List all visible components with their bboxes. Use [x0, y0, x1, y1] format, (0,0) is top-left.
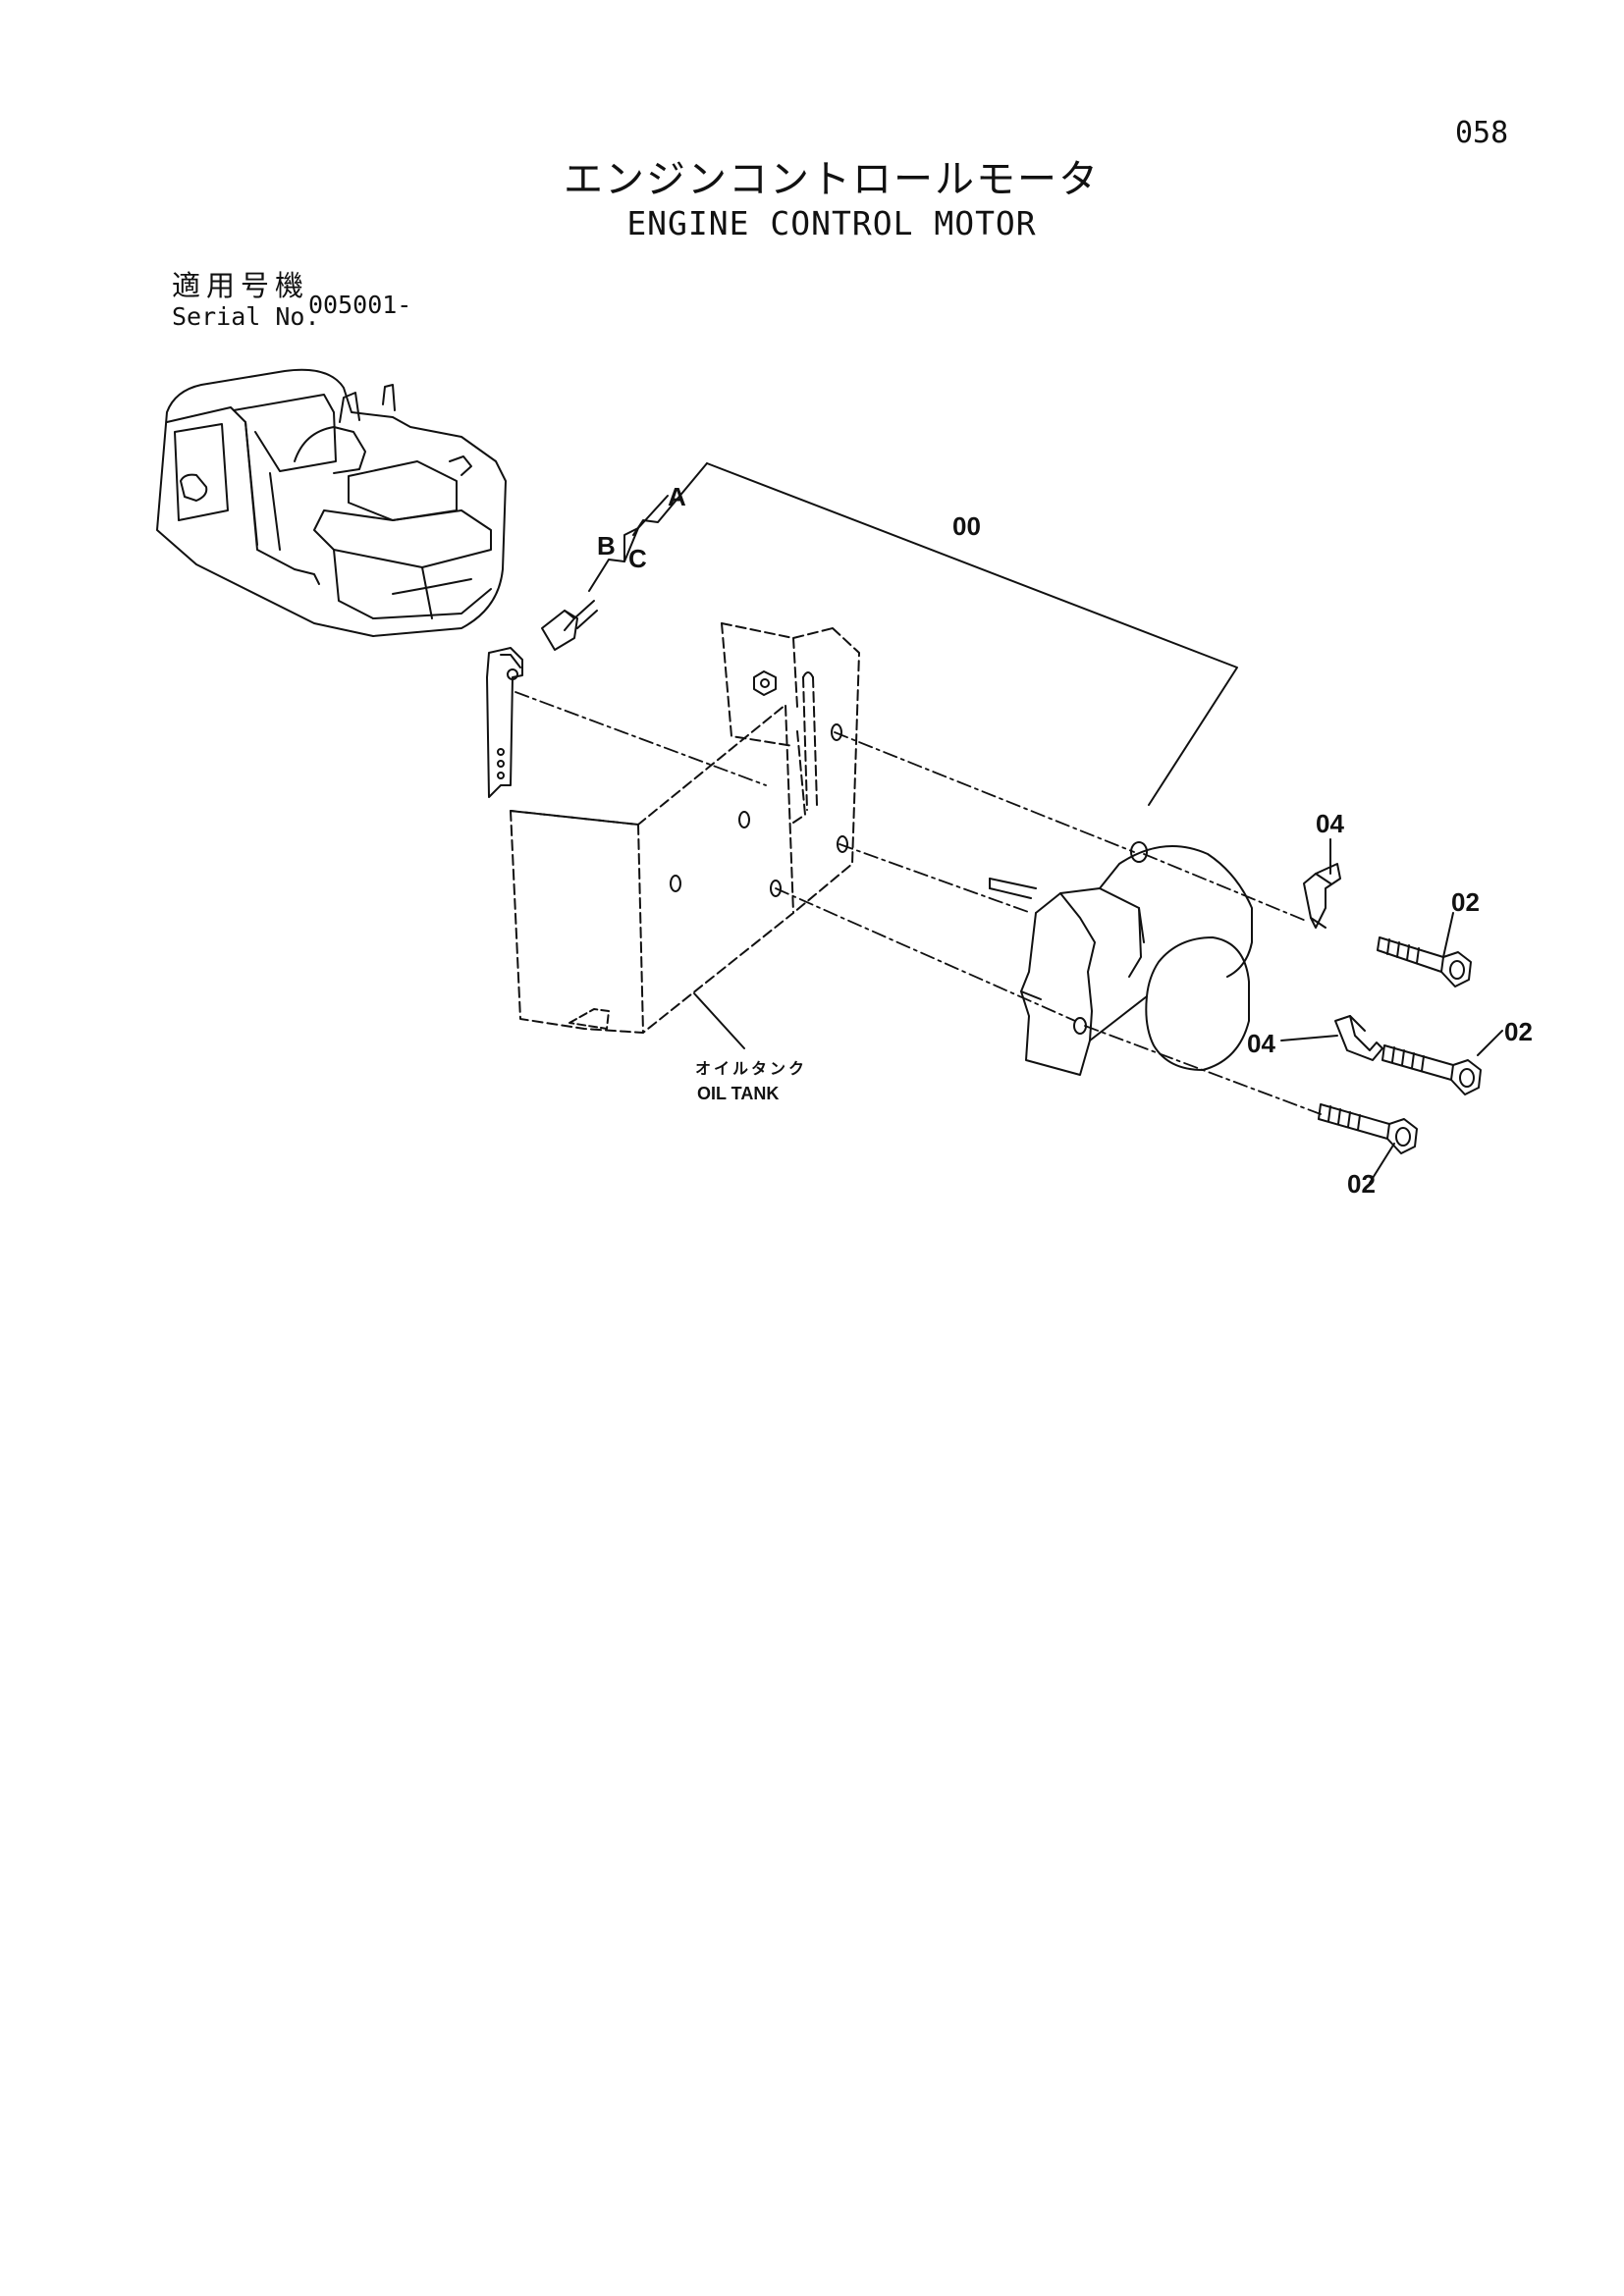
serial-label-en: Serial No.	[172, 302, 320, 331]
callout-bolt-upper: 02	[1451, 887, 1480, 917]
callout-b: B	[597, 531, 616, 561]
control-motor	[989, 841, 1253, 1076]
callout-c: C	[628, 544, 647, 573]
pivot-bolt-icon	[541, 600, 598, 651]
oil-tank-holes	[670, 811, 782, 897]
callout-a: A	[668, 482, 686, 511]
callout-bracket-lower: 04	[1247, 1029, 1275, 1058]
clip-bracket-upper	[1303, 863, 1341, 929]
callout-bracket-upper: 04	[1316, 809, 1344, 838]
mounting-bracket	[721, 622, 860, 914]
serial-value: 005001-	[308, 291, 412, 319]
clip-bracket-lower	[1334, 1015, 1383, 1061]
page-title-en: ENGINE CONTROL MOTOR	[626, 204, 1037, 242]
bolt-middle-icon	[1381, 1044, 1482, 1095]
oil-tank-panel	[510, 704, 794, 1034]
oil-tank-label-en: OIL TANK	[697, 1084, 779, 1103]
oil-tank-slot	[568, 1008, 610, 1030]
alignment-lines	[514, 691, 1322, 1115]
page-number: 058	[1455, 116, 1509, 150]
excavator-illustration	[156, 368, 507, 637]
callout-assembly: 00	[952, 511, 981, 541]
bracket-holes	[831, 723, 848, 853]
callout-bolt-lower: 02	[1347, 1169, 1376, 1199]
callout-bolt-middle: 02	[1504, 1017, 1533, 1046]
bolt-upper-icon	[1377, 936, 1472, 988]
leader-lines	[588, 462, 1503, 1184]
hex-nut-icon	[753, 670, 777, 696]
bracket-slot	[802, 671, 814, 678]
serial-label-jp: 適用号機	[172, 269, 310, 302]
bolt-lower-icon	[1318, 1103, 1418, 1154]
oil-tank-label-jp: オイルタンク	[695, 1059, 807, 1078]
lever-plate	[486, 647, 523, 798]
page-title-jp: エンジンコントロールモータ	[564, 157, 1100, 202]
